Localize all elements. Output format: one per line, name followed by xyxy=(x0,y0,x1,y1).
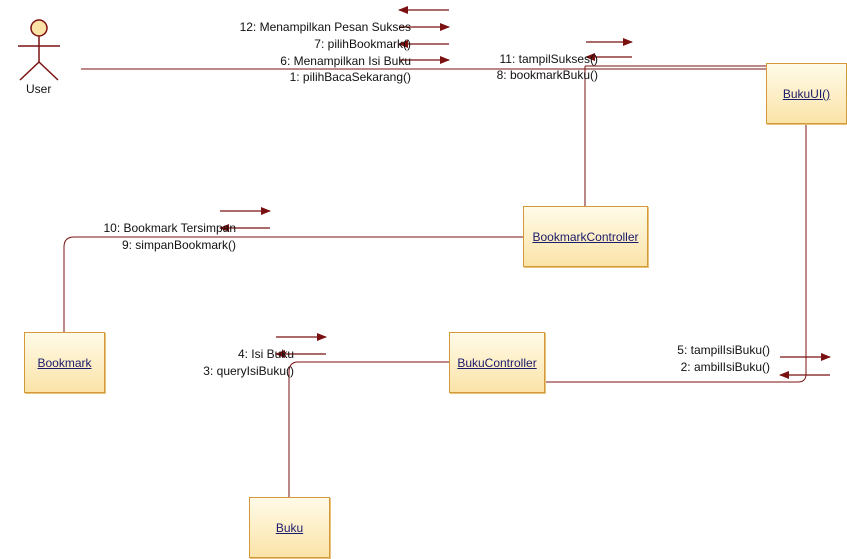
message-7-label: 7: pilihBookmark() xyxy=(314,37,411,51)
message-9-label: 9: simpanBookmark() xyxy=(121,238,236,252)
object-bookmark[interactable]: Bookmark xyxy=(24,332,105,393)
message-11-label: 11: tampilSukses() xyxy=(499,52,598,66)
link-bookmarkcontroller-bookmark xyxy=(63,236,523,332)
user-actor-label: User xyxy=(26,82,52,96)
user-actor-icon xyxy=(18,19,60,81)
message-10-label: 10: Bookmark Tersimpan xyxy=(103,221,236,235)
message-5-label: 5: tampilIsiBuku() xyxy=(677,343,770,357)
message-1-label: 1: pilihBacaSekarang() xyxy=(289,70,411,84)
message-6-label: 6: Menampilkan Isi Buku xyxy=(280,54,411,68)
message-2-label: 2: ambilIsiBuku() xyxy=(680,360,770,374)
message-12-label: 12: Menampilkan Pesan Sukses xyxy=(239,20,411,34)
object-bookmark-controller[interactable]: BookmarkController xyxy=(523,206,648,267)
link-bukucontroller-buku xyxy=(288,361,449,497)
object-buku[interactable]: Buku xyxy=(249,497,330,558)
link-bukuui-bukucontroller xyxy=(545,124,807,383)
message-8-label: 8: bookmarkBuku() xyxy=(496,68,598,82)
object-buku-controller[interactable]: BukuController xyxy=(449,332,545,393)
message-4-label: 4: Isi Buku xyxy=(237,347,294,361)
message-3-label: 3: queryIsiBuku() xyxy=(203,364,294,378)
object-bukuui[interactable]: BukuUI() xyxy=(766,63,847,124)
